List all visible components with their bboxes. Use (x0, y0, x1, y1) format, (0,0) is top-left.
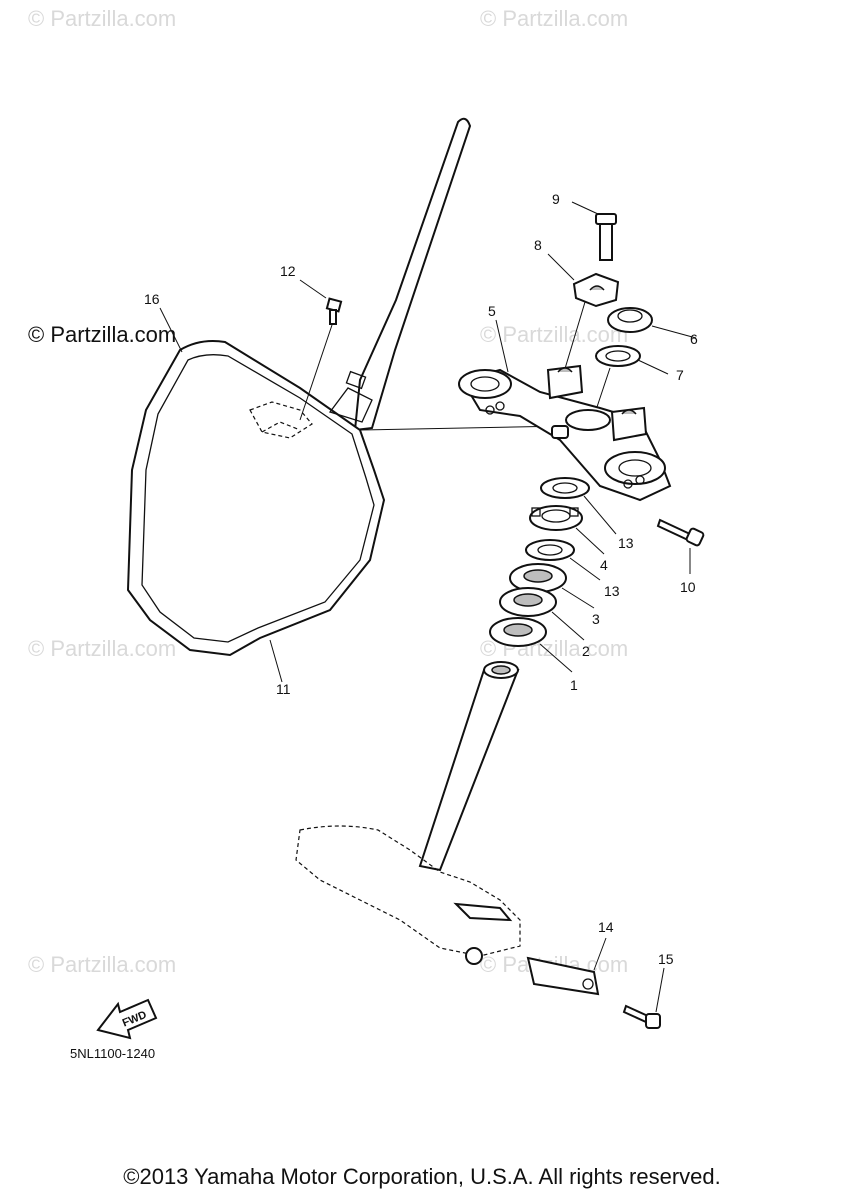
clamp-cap-8 (557, 272, 620, 393)
watermark-bottom-left: © Partzilla.com (28, 952, 176, 977)
bearing-1 (489, 617, 573, 673)
callout-1: 1 (570, 677, 578, 693)
collar-6 (607, 307, 653, 333)
callout-13-upper: 13 (618, 535, 634, 551)
diagram-code: 5NL1100-1240 (70, 1046, 155, 1061)
callout-10: 10 (680, 579, 696, 595)
upper-triple-clamp-5 (458, 364, 672, 502)
callout-5: 5 (488, 303, 496, 319)
bolt-12 (299, 297, 343, 421)
callout-6: 6 (690, 331, 698, 347)
watermark-lower-left: © Partzilla.com (28, 636, 176, 661)
number-plate (126, 117, 567, 657)
fwd-arrow: FWD (96, 998, 158, 1040)
callout-13-lower: 13 (604, 583, 620, 599)
callout-3: 3 (592, 611, 600, 627)
watermark-top-right: © Partzilla.com (480, 6, 628, 31)
watermark-mid-center: © Partzilla.com (480, 322, 628, 347)
callout-16: 16 (144, 291, 160, 307)
copyright-notice: ©2013 Yamaha Motor Corporation, U.S.A. A… (123, 1164, 720, 1189)
callout-15: 15 (658, 951, 674, 967)
callout-labels: 1 2 3 4 5 6 7 8 9 10 11 12 13 13 14 15 1… (144, 191, 698, 967)
callout-14: 14 (598, 919, 614, 935)
callout-11: 11 (276, 681, 291, 697)
washer-13-upper (540, 477, 617, 535)
lower-bracket-steering-stem (295, 661, 521, 965)
callout-4: 4 (600, 557, 608, 573)
callout-8: 8 (534, 237, 542, 253)
washer-13-lower (525, 539, 601, 581)
bearing-3 (509, 563, 595, 609)
bearing-2 (499, 587, 585, 641)
callout-7: 7 (676, 367, 684, 383)
washer-7 (595, 345, 641, 411)
leader-lines (159, 201, 697, 683)
ring-nut-4 (529, 505, 605, 555)
callout-2: 2 (582, 643, 590, 659)
callout-12: 12 (280, 263, 296, 279)
bolt-15 (622, 967, 665, 1029)
clamp-14 (526, 937, 607, 996)
bolt-9 (595, 213, 617, 261)
callout-9: 9 (552, 191, 560, 207)
watermark-mid-left: © Partzilla.com (28, 322, 176, 347)
watermark-top-left: © Partzilla.com (28, 6, 176, 31)
bolt-10 (656, 518, 705, 574)
